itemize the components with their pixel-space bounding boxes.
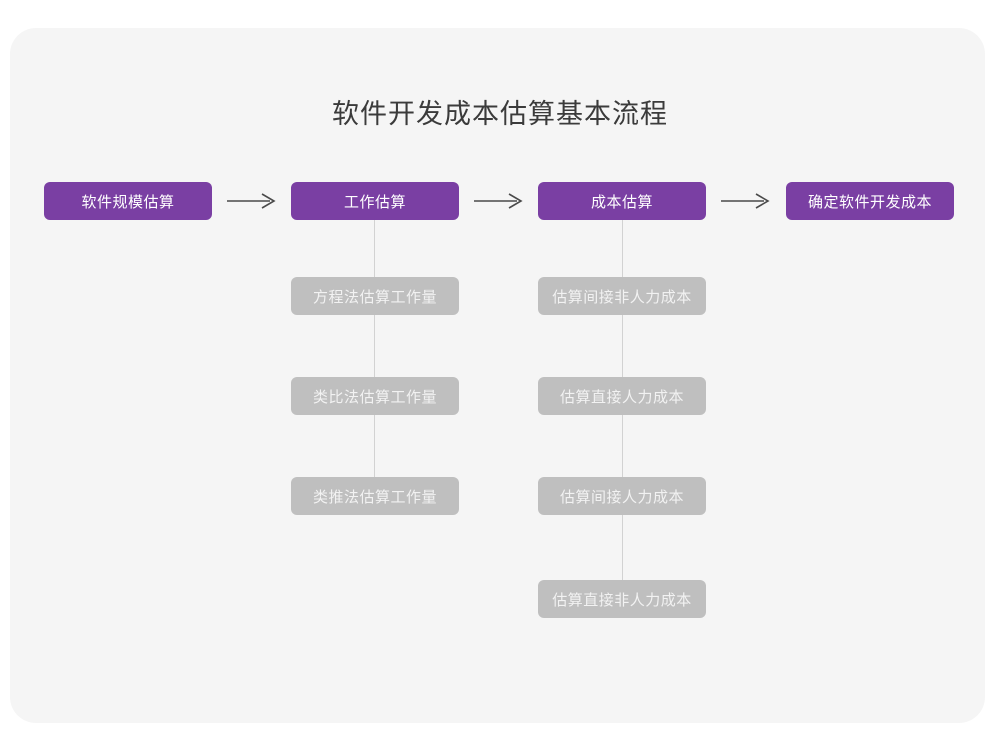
substep-node-inference-method[interactable]: 类推法估算工作量 [291,477,459,515]
substep-node-direct-nonlabor-cost[interactable]: 估算直接非人力成本 [538,580,706,618]
stage-node-final-cost[interactable]: 确定软件开发成本 [786,182,954,220]
substep-label: 估算间接人力成本 [559,488,684,506]
flow-arrow-2 [469,186,529,216]
substep-node-analogy-method[interactable]: 类比法估算工作量 [291,377,459,415]
substep-label: 估算直接人力成本 [559,388,684,406]
substep-label: 估算间接非人力成本 [552,288,692,306]
stage-node-cost-estimation[interactable]: 成本估算 [538,182,706,220]
stage-label: 工作估算 [343,193,406,211]
flow-arrow-1 [222,186,282,216]
substep-label: 类推法估算工作量 [312,488,437,506]
stage-label: 软件规模估算 [81,193,175,211]
substep-node-indirect-labor-cost[interactable]: 估算间接人力成本 [538,477,706,515]
stage-node-work-estimation[interactable]: 工作估算 [291,182,459,220]
substep-label: 类比法估算工作量 [312,388,437,406]
page-title: 软件开发成本估算基本流程 [332,99,668,129]
substep-node-equation-method[interactable]: 方程法估算工作量 [291,277,459,315]
connector-line-work [374,206,375,496]
flow-arrow-3 [716,186,776,216]
substep-label: 方程法估算工作量 [312,288,437,306]
substep-node-indirect-nonlabor-cost[interactable]: 估算间接非人力成本 [538,277,706,315]
substep-label: 估算直接非人力成本 [552,591,692,609]
stage-label: 确定软件开发成本 [807,193,932,211]
stage-label: 成本估算 [590,193,653,211]
substep-node-direct-labor-cost[interactable]: 估算直接人力成本 [538,377,706,415]
stage-node-software-scale[interactable]: 软件规模估算 [44,182,212,220]
diagram-card [10,28,985,723]
